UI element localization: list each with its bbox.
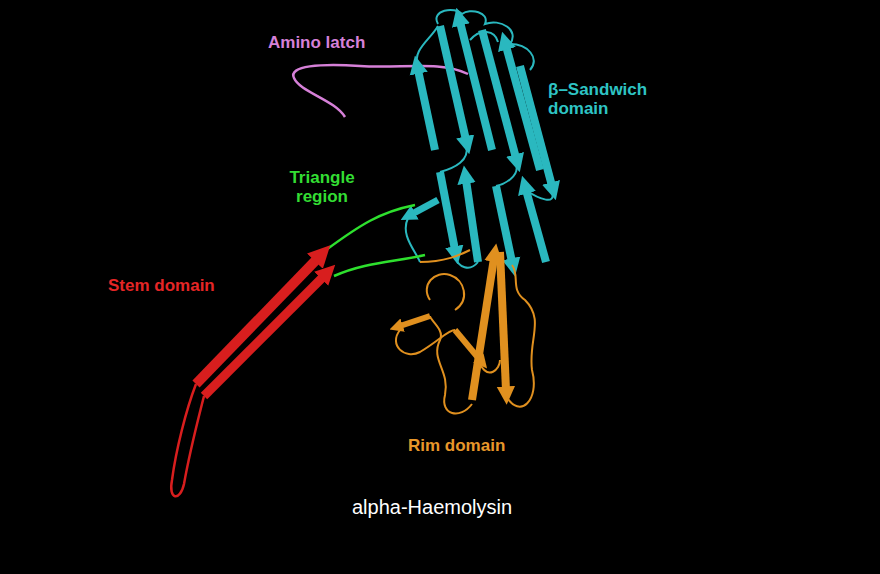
beta-sandwich-ribbon-part <box>496 164 517 186</box>
triangle-region-coil <box>326 205 425 276</box>
beta-sandwich-ribbon-part <box>440 172 455 250</box>
beta-sandwich-ribbon-part <box>418 70 435 150</box>
amino-latch-coil-part <box>293 65 468 117</box>
beta-sandwich-ribbon-part <box>412 200 438 214</box>
beta-sandwich-ribbon-part <box>520 66 552 186</box>
beta-sandwich-ribbon-part <box>526 190 546 262</box>
beta-sandwich-ribbon-part <box>526 190 553 200</box>
amino-latch-coil <box>293 65 468 117</box>
beta-sandwich-ribbon-part <box>455 256 478 268</box>
triangle-region-coil-part <box>326 205 415 250</box>
rim-domain-ribbon-part <box>396 330 455 354</box>
rim-domain-ribbon-part <box>427 274 464 310</box>
beta-sandwich-ribbon-part <box>440 146 467 172</box>
rim-domain-ribbon-part <box>455 330 480 360</box>
beta-sandwich-ribbon-part <box>417 26 438 66</box>
rim-label: Rim domain <box>408 436 505 455</box>
stem-label: Stem domain <box>108 276 215 295</box>
beta-sandwich-ribbon-part <box>496 186 512 262</box>
rim-domain-ribbon-part <box>480 360 500 372</box>
rim-domain-ribbon-part <box>500 252 506 390</box>
amino-latch-label: Amino latch <box>268 33 365 52</box>
stem-domain-ribbon-part <box>171 384 204 496</box>
sandwich-label: β–Sandwich domain <box>548 80 660 118</box>
rim-domain-ribbon-part <box>400 316 430 326</box>
caption: alpha-Haemolysin <box>352 496 512 519</box>
rim-domain-ribbon <box>396 250 535 414</box>
triangle-label: Triangle region <box>272 168 372 206</box>
rim-domain-ribbon-part <box>420 250 470 262</box>
triangle-region-coil-part <box>334 255 425 276</box>
rim-domain-ribbon-part <box>472 258 494 400</box>
beta-sandwich-ribbon <box>406 10 553 268</box>
stem-domain-ribbon-part <box>204 276 324 396</box>
rim-domain-ribbon-part <box>506 265 535 407</box>
beta-sandwich-ribbon-part <box>466 180 478 262</box>
